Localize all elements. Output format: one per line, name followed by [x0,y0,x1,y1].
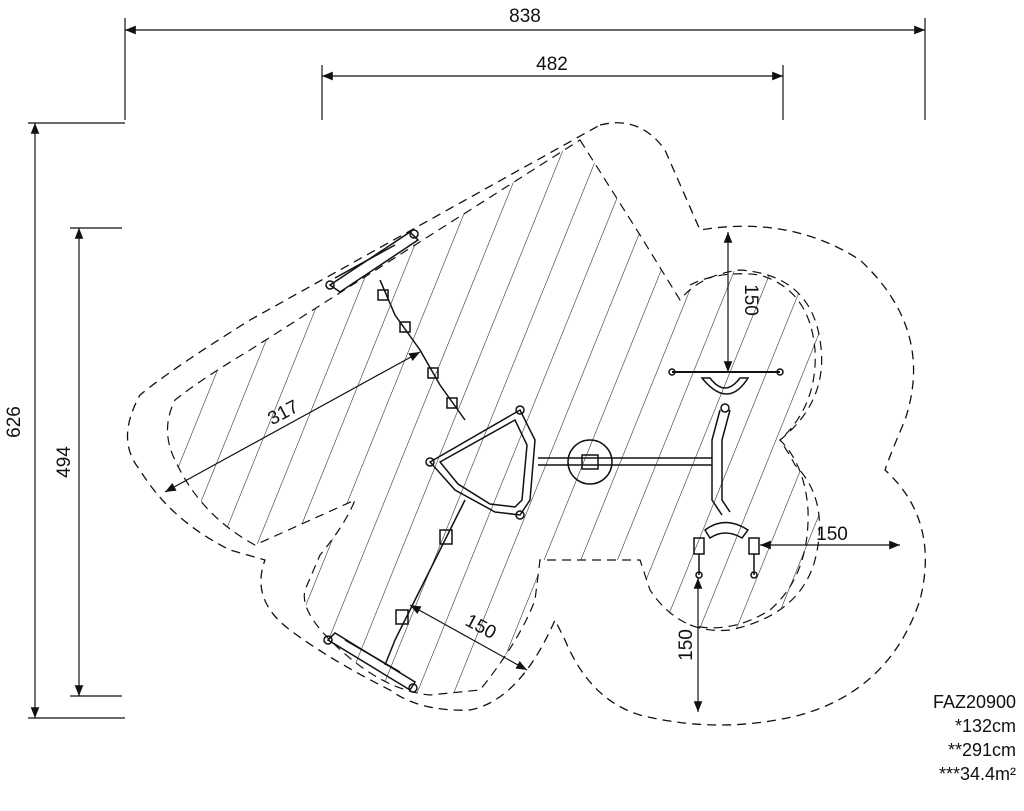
right-vertical-post [711,409,731,516]
label-zone-top: 150 [740,284,761,316]
label-overall-height: 626 [4,406,25,438]
free-fall-height: *132cm [954,716,1016,736]
label-zone-right: 150 [816,524,848,545]
play-structure [323,229,784,693]
central-triangle-inner [438,418,528,508]
label-overall-width: 838 [509,6,541,27]
hatched-impact-area [166,139,823,696]
dim-line-diagonal [164,351,421,493]
right-bottom-seat [703,521,750,540]
product-info-block: FAZ20900 *132cm **291cm ***34.4m² [933,690,1016,786]
upper-left-seat [328,231,420,293]
label-inner-height: 494 [54,446,75,478]
total-height: **291cm [947,740,1016,760]
central-triangle-frame [428,408,536,516]
central-spinner [567,439,613,485]
inner-zone-right [689,273,816,629]
dim-line-zone-left-bottom [409,604,528,671]
product-code: FAZ20900 [932,692,1016,712]
lower-left-chain [384,499,466,666]
outer-safety-zone [126,122,926,726]
connecting-bar [538,457,712,466]
dimension-lines [28,18,926,719]
upper-left-chain [379,279,466,421]
label-zone-bottom: 150 [676,629,697,661]
impact-area: ***34.4m² [938,764,1016,784]
label-inner-width: 482 [536,54,568,75]
lower-left-seat [326,632,417,692]
